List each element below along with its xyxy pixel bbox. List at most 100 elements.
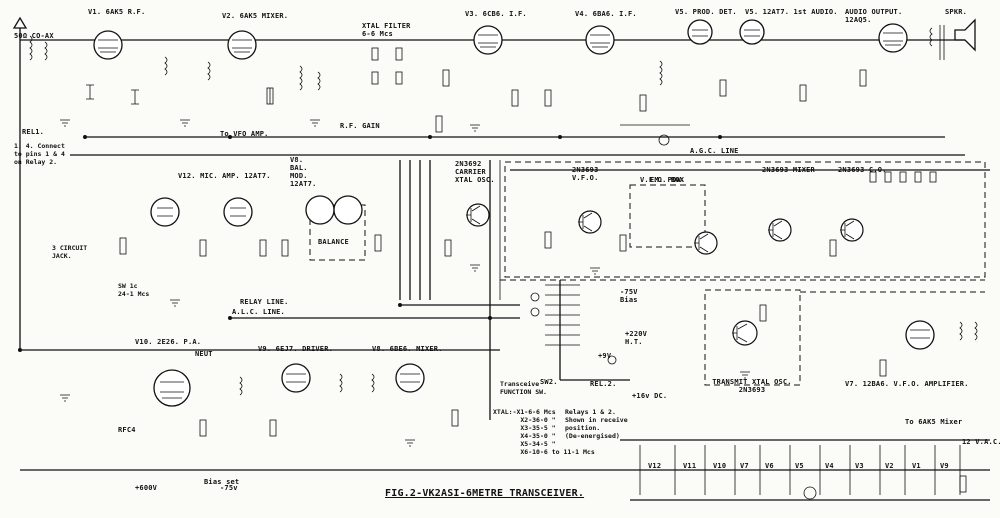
label-em-pow: EM. POW. xyxy=(650,176,686,184)
label-v5: V5. PROD. DET. xyxy=(675,8,737,16)
vfo-box xyxy=(629,184,706,248)
label-v512: V5. 12AT7. 1st AUDIO. xyxy=(745,8,838,16)
label-v7: V7. 12BA6. V.F.O. AMPLIFIER. xyxy=(845,380,969,388)
control-bus xyxy=(489,160,990,420)
ground-symbols xyxy=(60,119,750,447)
label-xtal-filter: XTAL FILTER 6-6 Mcs xyxy=(362,22,411,38)
transistor-mixer xyxy=(768,218,792,242)
heater-label-v11: V11 xyxy=(683,462,697,470)
ift1-coil xyxy=(299,65,321,91)
publisher-logo xyxy=(803,486,817,500)
label-relay-line: RELAY LINE. xyxy=(240,298,289,306)
tube-v7 xyxy=(905,320,935,350)
components-tx xyxy=(119,231,967,493)
label-plus16: +16v DC. xyxy=(632,392,668,400)
label-v8bal: V8. BAL. MOD. 12AT7. xyxy=(290,156,317,188)
speaker-icon xyxy=(954,18,976,52)
label-plus600: +600V xyxy=(135,484,158,492)
agc-test-point xyxy=(658,134,670,146)
tube-v12a xyxy=(150,197,180,227)
coil-l8 xyxy=(29,35,48,61)
relay-note: Relays 1 & 2. Shown in receive position.… xyxy=(565,408,628,440)
transistor-vfo2 xyxy=(694,231,718,255)
dash-divider xyxy=(500,279,985,293)
heater-label-v12: V12 xyxy=(648,462,662,470)
label-bias-set: Bias set xyxy=(204,478,240,486)
label-rel1-note: 1. 4. Connect to pins 1 & 4 on Relay 2. xyxy=(14,142,65,166)
tube-v9 xyxy=(281,363,311,393)
xtal-filter-crystals xyxy=(371,47,403,85)
heater-label-v2: V2 xyxy=(885,462,894,470)
tube-v10 xyxy=(153,369,191,407)
tube-v512 xyxy=(739,19,765,45)
coil-rf xyxy=(164,56,211,81)
label-v1: V1. 6AK5 R.F. xyxy=(88,8,146,16)
label-rel2: REL.2. xyxy=(590,380,617,388)
heater-string xyxy=(630,445,990,501)
label-neut: NEUT xyxy=(195,350,213,358)
label-alc-line: A.L.C. LINE. xyxy=(232,308,285,316)
relay-link xyxy=(470,154,512,300)
tube-audio-out xyxy=(878,23,908,53)
transistor-co xyxy=(840,218,864,242)
junction-dots xyxy=(18,135,722,352)
label-plus9: +9V xyxy=(598,352,612,360)
heater-label-v5: V5 xyxy=(795,462,804,470)
bus-wires xyxy=(399,160,431,300)
tube-v8mix xyxy=(395,363,425,393)
label-to-vfo-amp: To VFO AMP. xyxy=(220,130,269,138)
output-transformer xyxy=(929,25,945,60)
transistor-vfo xyxy=(578,210,602,234)
vfo-section-box xyxy=(504,161,986,278)
label-spkr: SPKR. xyxy=(945,8,968,16)
label-function-sw: Transceive FUNCTION SW. xyxy=(500,380,547,396)
label-ht: +220V H.T. xyxy=(625,330,648,346)
label-v12: V12. MIC. AMP. 12AT7. xyxy=(178,172,271,180)
ift2-coil xyxy=(659,60,663,86)
components-rx xyxy=(86,69,867,133)
tx-osc-box xyxy=(704,289,801,386)
tube-v2 xyxy=(227,30,257,60)
heater-label-v10: V10 xyxy=(713,462,727,470)
transistor-carrier xyxy=(466,203,490,227)
label-mixer: 2N3693 MIXER xyxy=(762,166,815,174)
label-carrier: 2N3692 CARRIER XTAL OSC. xyxy=(455,160,495,184)
label-minus75: -75v xyxy=(220,484,238,492)
heater-label-v4: V4 xyxy=(825,462,834,470)
xtal-bank xyxy=(869,171,937,183)
label-to-6ak5: To 6AK5 Mixer xyxy=(905,418,963,426)
label-audio-out: AUDIO OUTPUT. 12AQ5. xyxy=(845,8,903,24)
label-ac-12: 12 V.A.C. xyxy=(962,438,1000,446)
label-v2: V2. 6AK5 MIXER. xyxy=(222,12,289,20)
heater-label-v1: V1 xyxy=(912,462,921,470)
label-agc-line: A.G.C. LINE xyxy=(690,147,739,155)
heater-label-v3: V3 xyxy=(855,462,864,470)
label-coax: 50Ω CO-AX xyxy=(14,32,54,40)
label-rel1: REL1. xyxy=(22,128,45,136)
label-txosc: TRANSMIT XTAL OSC. 2N3693 xyxy=(712,378,792,394)
function-switch xyxy=(530,280,630,381)
tube-v4 xyxy=(585,25,615,55)
xtal-table: XTAL:-X1-6-6 Mcs X2-36-0 " X3-35-5 " X4-… xyxy=(493,408,595,456)
label-sw2: SW2. xyxy=(540,378,558,386)
label-vfo: 2N3693 V.F.O. xyxy=(572,166,599,182)
label-sw-note: SW 1c 24-1 Mcs xyxy=(118,282,150,298)
label-v9: V9. 6EJ7. DRIVER. xyxy=(258,345,334,353)
transistor-txosc xyxy=(732,320,758,346)
antenna-icon xyxy=(12,16,28,40)
tx-coils xyxy=(239,373,375,396)
label-balance: BALANCE xyxy=(318,238,349,246)
label-v3: V3. 6CB6. I.F. xyxy=(465,10,527,18)
tube-v3 xyxy=(473,25,503,55)
label-v10: V10. 2E26. P.A. xyxy=(135,338,202,346)
figure-title: FIG.2-VK2ASI-6METRE TRANSCEIVER. xyxy=(385,488,585,499)
label-rf-gain: R.F. GAIN xyxy=(340,122,380,130)
balance-box xyxy=(309,204,366,261)
tube-v1 xyxy=(93,30,123,60)
label-rfc4: RFC4 xyxy=(118,426,136,434)
label-v8mix: V8. 6BE6. MIXER. xyxy=(372,345,443,353)
label-circuit-jack: 3 CIRCUIT JACK. xyxy=(52,244,88,260)
label-co: 2N3693 C.O. xyxy=(838,166,887,174)
heater-label-v9: V9 xyxy=(940,462,949,470)
